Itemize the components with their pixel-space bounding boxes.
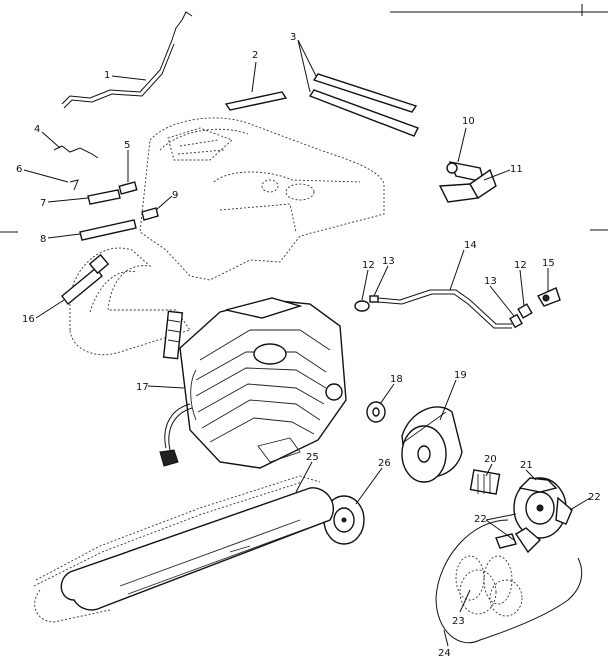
part-bar-and-chain [33, 475, 335, 623]
part-rods-3 [308, 73, 419, 137]
part-label: 2 [252, 50, 258, 61]
part-bolt [61, 253, 110, 306]
part-spring-wire [53, 145, 99, 159]
part-label: 11 [510, 164, 523, 175]
part-label: 16 [22, 314, 35, 325]
part-label: 9 [172, 190, 178, 201]
part-label: 12 [514, 260, 527, 271]
part-label: 26 [378, 458, 391, 469]
part-fittings [69, 179, 138, 195]
housing-outline [139, 117, 385, 281]
part-label: 6 [16, 164, 22, 175]
part-tubes [79, 189, 159, 241]
part-label: 22 [474, 514, 487, 525]
part-label: 21 [520, 460, 533, 471]
handle-outline [69, 247, 191, 356]
part-label: 22 [588, 492, 601, 503]
part-label: 4 [34, 124, 40, 135]
part-label: 13 [484, 276, 497, 287]
part-label: 8 [40, 234, 46, 245]
part-clutch-drum [401, 406, 463, 483]
part-label: 18 [390, 374, 403, 385]
part-plunger-assembly [438, 161, 497, 203]
page-edge-marks [0, 4, 608, 233]
part-rod-2 [224, 91, 288, 111]
part-label: 19 [454, 370, 467, 381]
part-label: 7 [40, 198, 46, 209]
part-label: 14 [464, 240, 477, 251]
part-label: 3 [290, 32, 296, 43]
part-label: 15 [542, 258, 555, 269]
part-throttle-rod [61, 11, 193, 109]
part-label: 25 [306, 452, 319, 463]
leader-lines [23, 39, 591, 647]
part-washer [366, 401, 386, 423]
part-clutch-hub [469, 469, 573, 554]
part-fuel-line [354, 287, 561, 329]
part-label: 20 [484, 454, 497, 465]
part-grip [162, 310, 184, 360]
part-label: 10 [462, 116, 475, 127]
part-label: 17 [136, 382, 149, 393]
part-spark-wire [159, 403, 193, 467]
engine-block [179, 297, 347, 469]
part-label: 12 [362, 260, 375, 271]
part-label: 24 [438, 648, 451, 659]
part-label: 5 [124, 140, 130, 151]
part-label: 23 [452, 616, 465, 627]
part-label: 13 [382, 256, 395, 267]
part-label: 1 [104, 70, 110, 81]
part-number-labels: 1 2 3 4 5 6 7 8 9 10 11 12 13 14 13 12 1… [16, 32, 601, 659]
